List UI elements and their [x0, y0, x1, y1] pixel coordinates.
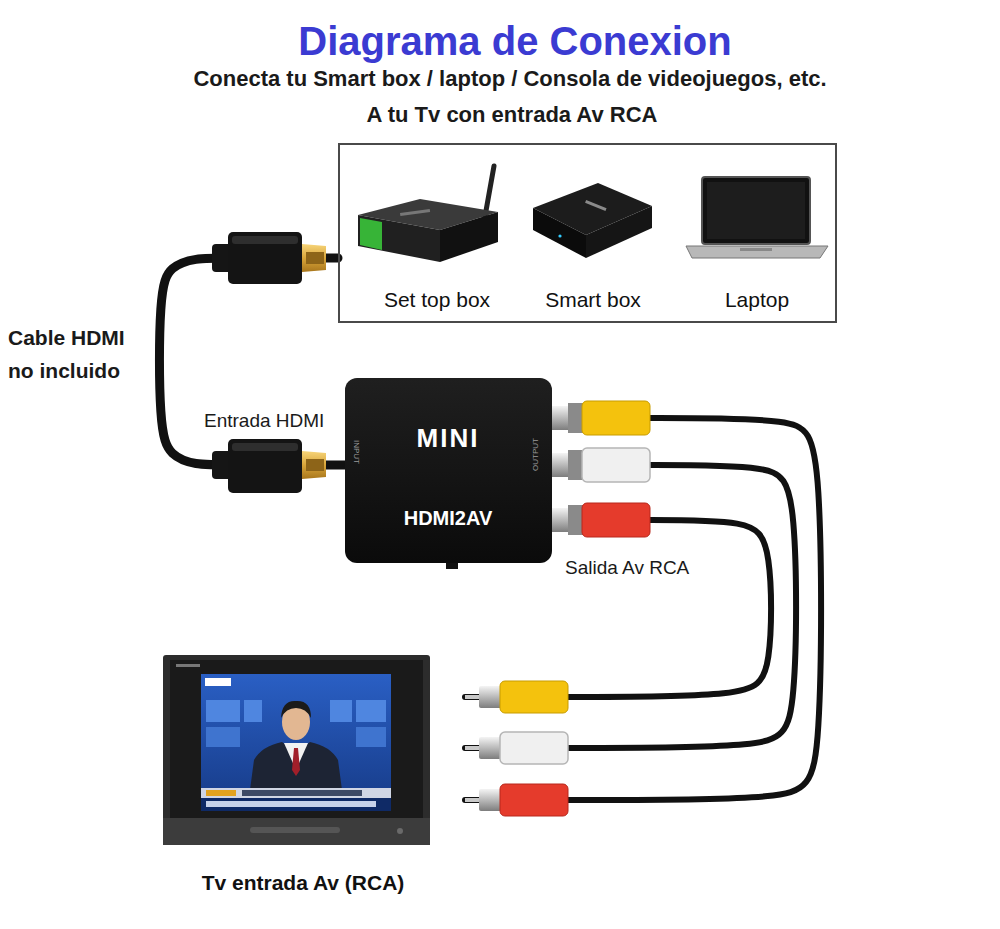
studio-panel: [206, 700, 240, 722]
anchor-suit: [250, 742, 342, 790]
laptop-drawing: [686, 177, 828, 258]
tv-caption: Tv entrada Av (RCA): [173, 870, 433, 896]
tv-front-panel: [163, 818, 430, 845]
rca-body: [582, 503, 650, 537]
ticker-block: [242, 790, 362, 796]
plug-tip: [302, 451, 326, 479]
hdmi-plug: [212, 439, 326, 493]
tv-button: [397, 828, 403, 834]
port-label: Salida Av RCA: [565, 555, 735, 581]
rca-plug-yellow: [465, 681, 568, 713]
studio-panel: [244, 700, 262, 722]
plug-slot: [306, 252, 324, 264]
diagram-title: Diagrama de Conexion: [0, 16, 1000, 66]
smart-box-drawing: [533, 183, 652, 258]
brand-text: MINI: [348, 422, 548, 455]
tv-drawing: [163, 655, 430, 845]
port-marking: OUTPUT: [531, 438, 541, 471]
box-side: [440, 212, 498, 262]
studio-panel: [356, 700, 386, 722]
studio-panel: [330, 700, 352, 722]
rca-plug-yellow: [548, 401, 650, 435]
anchor-hair: [281, 701, 311, 718]
box-front: [533, 208, 586, 258]
plug-highlight: [232, 443, 298, 451]
model-text: HDMI2AV: [348, 506, 548, 531]
plug-slot: [306, 459, 324, 471]
channel-logo: [205, 678, 231, 686]
green-stripe: [360, 218, 382, 250]
device-panel: Set top boxSmart boxLaptop: [338, 143, 837, 323]
plug-highlight: [232, 236, 298, 244]
connector-layer: [159, 258, 821, 800]
converter-box: MINI HDMI2AV INPUT OUTPUT: [345, 378, 552, 563]
news-ticker: [201, 788, 391, 798]
subtitle: Conecta tu Smart box / laptop / Consola …: [60, 66, 960, 92]
port-marking: INPUT: [351, 440, 361, 464]
box-logo: [585, 200, 607, 211]
set-top-box-drawing: [358, 166, 498, 262]
rca-collar: [479, 737, 502, 759]
news-ticker: [201, 798, 391, 811]
ticker-block: [206, 790, 236, 796]
subtitle: A tu Tv con entrada Av RCA: [62, 102, 962, 128]
rca-collar: [479, 789, 502, 811]
status-light: [558, 234, 561, 237]
box-front: [358, 215, 440, 262]
studio-panel: [206, 727, 240, 747]
cable-connector: [159, 258, 345, 465]
rca-body: [500, 784, 568, 816]
plug-body: [228, 232, 302, 284]
rca-plug-white: [465, 732, 568, 764]
tv-body: [163, 655, 430, 845]
device-name: Set top box: [357, 287, 517, 313]
device-name: Smart box: [513, 287, 673, 313]
ticker-block: [206, 801, 376, 807]
laptop-screen: [702, 177, 810, 244]
box-logo: [400, 209, 430, 216]
anchor-tie: [292, 748, 300, 776]
tv-screen: [201, 674, 391, 811]
port-label: Entrada HDMI: [204, 408, 364, 434]
laptop-display: [707, 182, 805, 239]
tv-brand-mark: [176, 664, 200, 667]
laptop-base: [686, 246, 828, 258]
rca-collar: [479, 686, 502, 708]
rca-body: [500, 681, 568, 713]
cable-label: Cable HDMI no incluido: [8, 321, 143, 387]
rca-pin: [465, 746, 481, 750]
device-name: Laptop: [677, 287, 837, 313]
box-side: [586, 206, 652, 258]
rca-body: [582, 448, 650, 482]
rca-body: [500, 732, 568, 764]
rca-plug-red: [465, 784, 568, 816]
rca-plug-red: [548, 503, 650, 537]
plug-body: [228, 439, 302, 493]
studio-panel: [356, 727, 386, 747]
plug-tip: [302, 244, 326, 272]
tv-controls: [250, 827, 340, 833]
tv-bezel: [170, 660, 423, 818]
rca-plug-white: [548, 448, 650, 482]
rca-pin: [465, 798, 481, 802]
laptop-notch: [740, 248, 772, 251]
tv-set: Tv entrada Av (RCA): [163, 655, 465, 845]
hdmi-plug: [212, 232, 326, 284]
rca-body: [582, 401, 650, 435]
rca-pin: [465, 695, 481, 699]
